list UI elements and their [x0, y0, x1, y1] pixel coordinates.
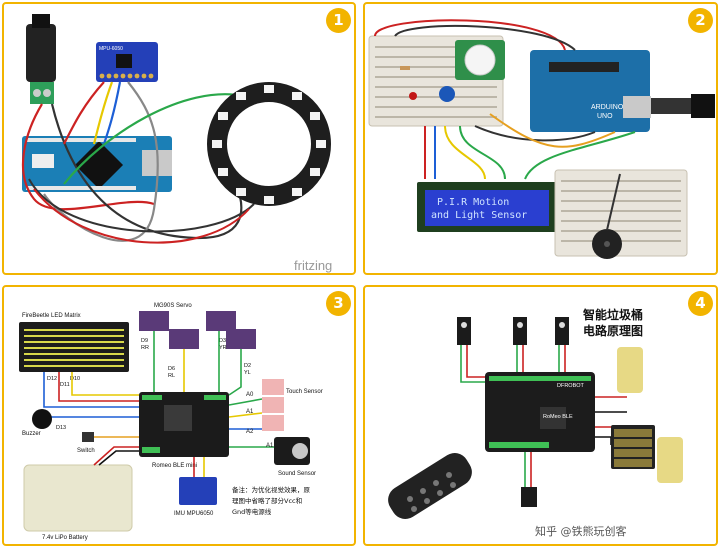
zhihu-watermark: 知乎 @铁熊玩创客: [535, 524, 627, 538]
panel-2-pir-circuit: ARDUINO UNO P.I.R Motion and Light Senso…: [363, 2, 718, 275]
label-imu: IMU MPU6050: [174, 511, 214, 517]
lcd-line-1: P.I.R Motion: [437, 197, 509, 208]
sensor-1: [457, 317, 471, 345]
label-d6: D6: [168, 366, 175, 372]
label-a1: A1: [246, 409, 254, 415]
label-d11: D11: [60, 382, 70, 388]
label-a2: A2: [246, 429, 254, 435]
label-rr: RR: [141, 345, 149, 351]
label-d13: D13: [56, 425, 66, 431]
label-a1-sound: A1: [266, 443, 274, 449]
panel-number-badge: 4: [688, 291, 713, 316]
label-romeo: Romeo BLE mini: [152, 463, 197, 469]
panel-number-badge: 3: [326, 291, 351, 316]
title-line-2: 电路原理图: [583, 323, 643, 338]
label-yl: YL: [244, 370, 251, 376]
touch-sensor-1: [262, 379, 284, 395]
label-buzzer: Buzzer: [22, 431, 41, 437]
panel-4-diagram: 智能垃圾桶 电路原理图 DFROBOT RoMeo BLE: [388, 307, 683, 538]
fritzing-watermark: fritzing: [294, 258, 332, 273]
note-line-2: 理图中省略了部分Vcc和: [232, 496, 302, 505]
label-d10: D10: [70, 376, 80, 382]
label-touch: Touch Sensor: [286, 389, 323, 395]
label-rl: RL: [168, 373, 175, 379]
lcd-line-2: and Light Sensor: [431, 210, 527, 221]
imu-mpu6050: [179, 477, 217, 505]
sensor-3: [555, 317, 569, 345]
board-name: RoMeo BLE: [543, 414, 573, 420]
servo-rl: [169, 329, 199, 349]
label-sound: Sound Sensor: [278, 471, 316, 477]
servo-rr: [139, 311, 169, 331]
touch-sensor-3: [262, 415, 284, 431]
label-a0: A0: [246, 392, 254, 398]
switch: [82, 432, 94, 442]
sensor-2: [513, 317, 527, 345]
label-d2: D2: [244, 363, 251, 369]
buzzer: [32, 409, 52, 429]
arduino-brand-label: ARDUINO: [591, 104, 624, 111]
label-d12: D12: [47, 376, 57, 382]
panel-number-badge: 2: [688, 8, 713, 33]
servo-yl: [226, 329, 256, 349]
panel-2-diagram: ARDUINO UNO P.I.R Motion and Light Senso…: [368, 19, 715, 259]
screw-terminal: [30, 82, 54, 104]
label-servo: MG90S Servo: [154, 303, 192, 309]
board-brand: DFROBOT: [557, 383, 585, 389]
label-led-matrix: FireBeetle LED Matrix: [22, 313, 81, 319]
gear-motor-top: [617, 347, 643, 393]
panel-3-romeo-robot-circuit: FireBeetle LED Matrix D12 D11 D10 MG90S …: [2, 285, 356, 546]
label-battery: 7.4v LiPo Battery: [42, 535, 88, 541]
panel-number-badge: 1: [326, 8, 351, 33]
panel-4-smart-trashcan-circuit: 智能垃圾桶 电路原理图 DFROBOT RoMeo BLE: [363, 285, 718, 546]
lipo-battery: [23, 464, 133, 532]
title-line-1: 智能垃圾桶: [582, 307, 643, 322]
label-d3: D3: [219, 338, 226, 344]
neopixel-ring: [207, 82, 331, 206]
servo-yr: [206, 311, 236, 331]
led: [409, 92, 417, 100]
mpu-label: MPU-6050: [99, 46, 123, 52]
gear-motor-bottom: [657, 437, 683, 483]
potentiometer: [439, 86, 455, 102]
arduino-model-label: UNO: [597, 113, 613, 120]
label-d9: D9: [141, 338, 148, 344]
panel-1-diagram: MPU-6050 fritzing: [21, 14, 332, 273]
lcd-screen: [425, 190, 549, 226]
usb-cable: [651, 98, 691, 114]
touch-sensor-2: [262, 397, 284, 413]
note-line-3: Gnd等电源线: [232, 507, 272, 516]
ir-remote: [388, 453, 472, 519]
label-switch: Switch: [77, 448, 95, 454]
dc-jack: [26, 24, 56, 82]
label-yr: YR: [219, 345, 227, 351]
panel-3-diagram: FireBeetle LED Matrix D12 D11 D10 MG90S …: [19, 303, 323, 541]
note-line-1: 备注：为优化视觉效果，原: [232, 485, 311, 494]
ir-receiver: [521, 487, 537, 507]
panel-1-fritzing-circuit: MPU-6050 fritzing 1: [2, 2, 356, 275]
